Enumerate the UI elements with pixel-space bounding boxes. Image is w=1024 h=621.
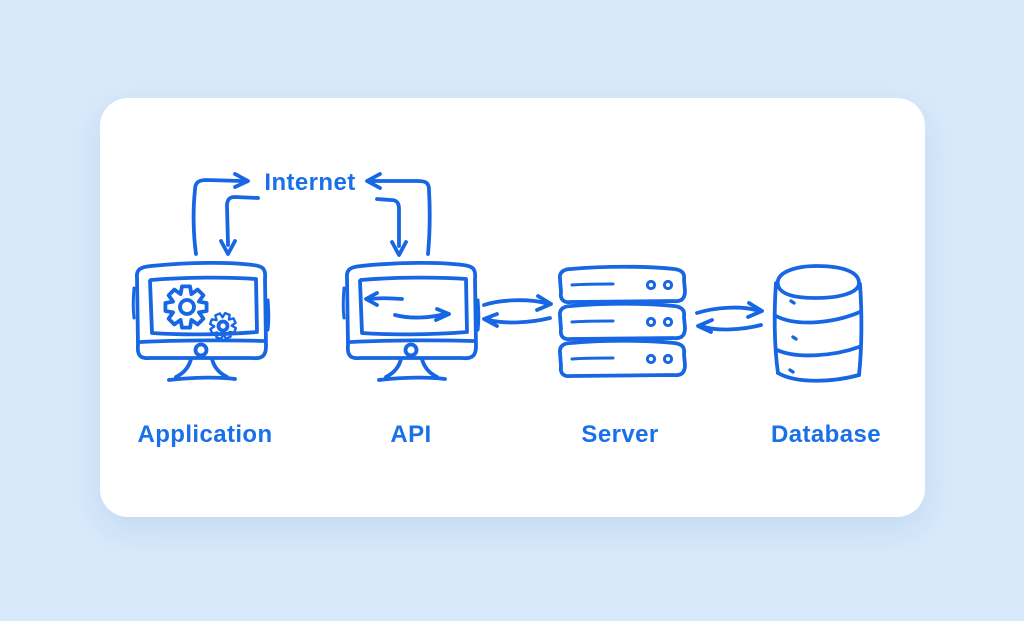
arrow-api-to-server bbox=[482, 294, 553, 312]
arrow-application-to-internet bbox=[191, 172, 250, 256]
arrow-internet-to-api bbox=[375, 197, 408, 257]
arrow-server-to-database bbox=[695, 301, 764, 319]
node-label-database: Database bbox=[771, 421, 881, 448]
arrow-internet-to-application bbox=[219, 195, 260, 256]
arrow-database-to-server bbox=[696, 318, 763, 334]
node-label-application: Application bbox=[137, 421, 273, 448]
arrow-api-to-internet bbox=[365, 172, 432, 256]
arrow-server-to-api bbox=[482, 312, 552, 328]
application-monitor-icon bbox=[131, 260, 271, 382]
sync-arrows-icon bbox=[364, 291, 451, 322]
node-label-server: Server bbox=[581, 421, 659, 448]
database-cylinder-icon bbox=[772, 264, 864, 383]
diagram-card bbox=[100, 98, 925, 517]
internet-label: Internet bbox=[264, 169, 356, 196]
api-monitor-icon bbox=[341, 260, 481, 382]
node-label-api: API bbox=[390, 421, 432, 448]
server-stack-icon bbox=[557, 264, 687, 379]
gears-icon bbox=[163, 284, 241, 344]
